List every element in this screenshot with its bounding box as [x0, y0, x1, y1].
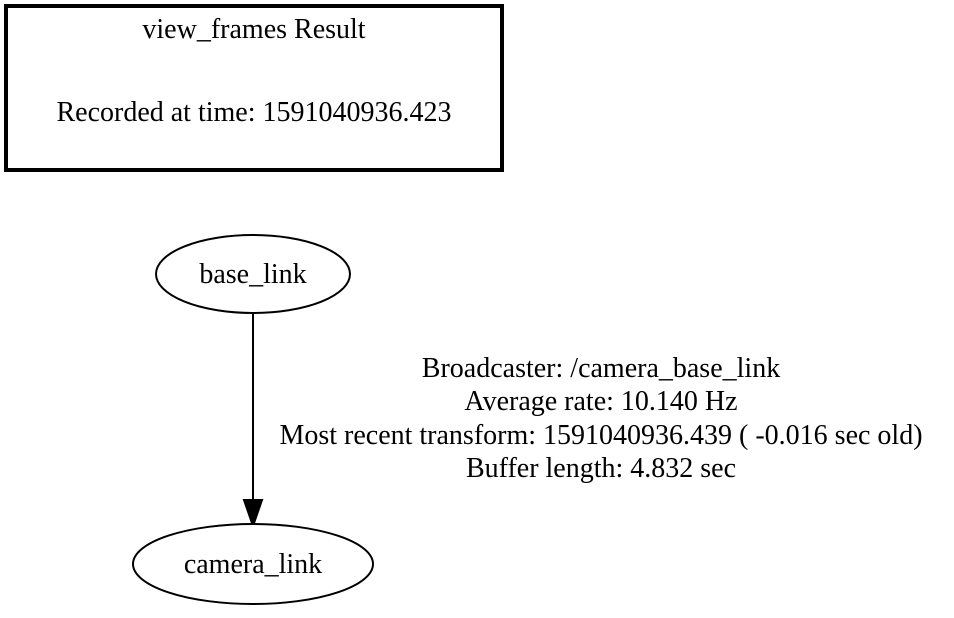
node-base-link-label: base_link	[199, 259, 306, 290]
result-box: view_frames Result Recorded at time: 159…	[4, 4, 504, 172]
edge-buffer-length: Buffer length: 4.832 sec	[466, 453, 736, 484]
node-camera-link[interactable]: camera_link	[132, 523, 374, 605]
edge-broadcaster: Broadcaster: /camera_base_link	[422, 353, 780, 384]
edge-arrowhead	[242, 499, 264, 530]
node-camera-link-label: camera_link	[184, 549, 322, 580]
node-base-link[interactable]: base_link	[155, 234, 351, 314]
edge-most-recent: Most recent transform: 1591040936.439 ( …	[279, 420, 922, 451]
edge-base-to-camera	[242, 313, 264, 530]
edge-label: Broadcaster: /camera_base_link Average r…	[279, 353, 922, 484]
edge-average-rate: Average rate: 10.140 Hz	[464, 386, 737, 417]
node-camera-link-shape	[132, 523, 374, 605]
result-box-border	[4, 4, 504, 172]
result-box-title: view_frames Result	[142, 14, 365, 45]
recorded-time: Recorded at time: 1591040936.423	[56, 97, 451, 128]
